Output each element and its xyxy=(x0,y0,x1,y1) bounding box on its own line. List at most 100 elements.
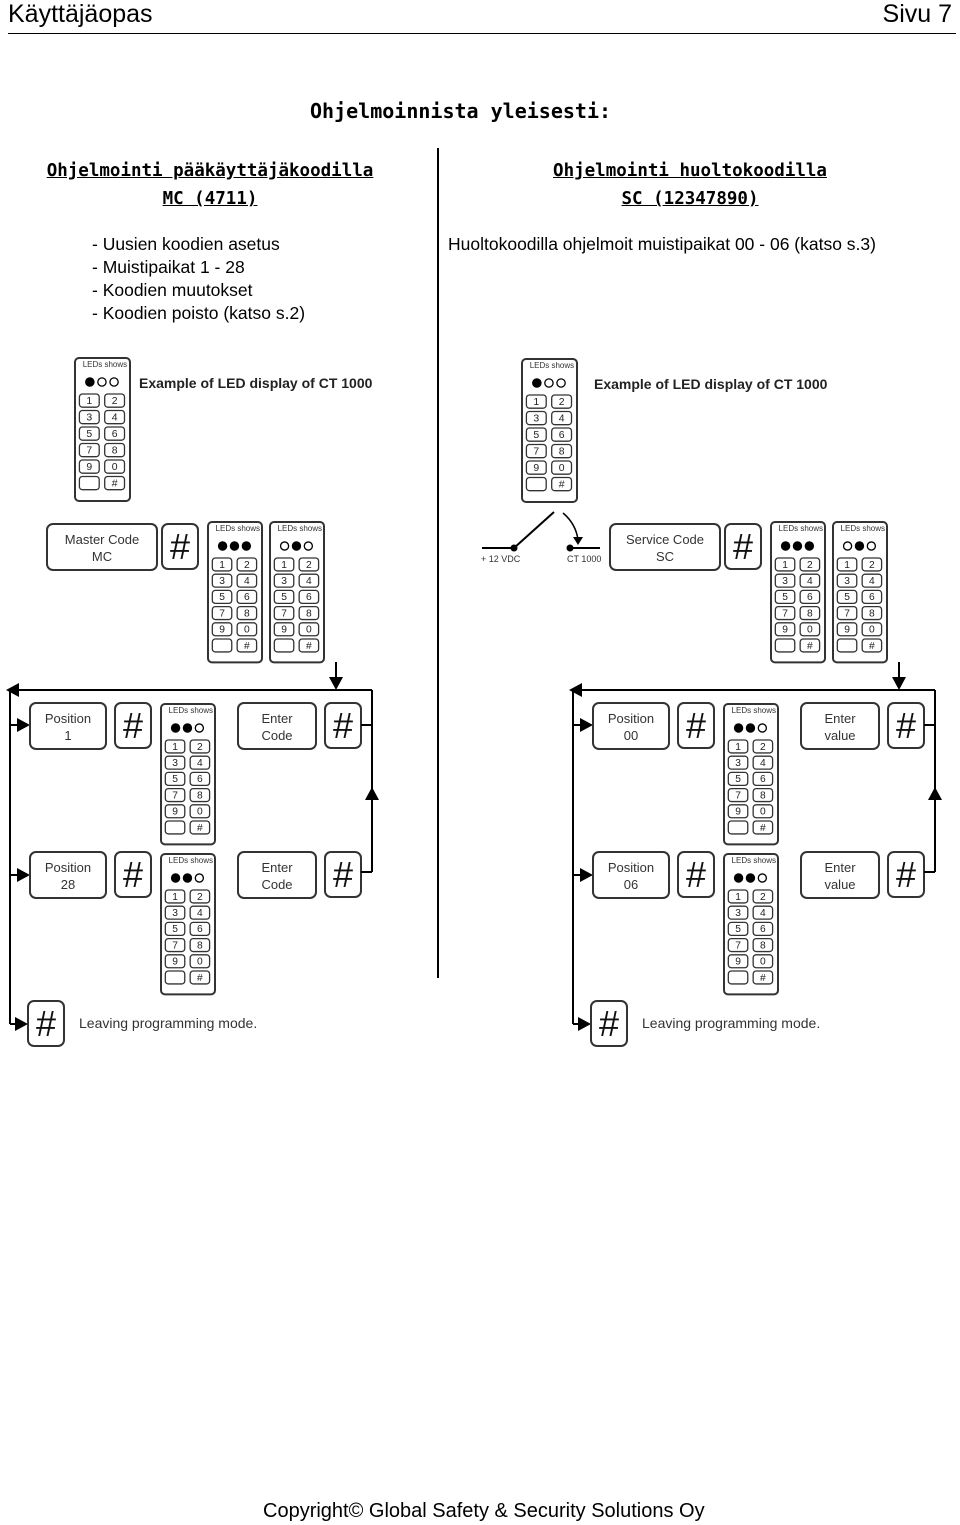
right-flow-keypad-blink-key-label: 3 xyxy=(844,576,850,587)
left-flow-keypad-all-on-key xyxy=(211,573,233,588)
right-flow-row2-keypad-key-label: 3 xyxy=(735,908,741,919)
right-flow-row2-keypad-led-2 xyxy=(745,873,756,883)
right-flow-keypad-blink-key xyxy=(861,605,883,621)
right-flow-keypad-blink-key xyxy=(836,622,858,637)
example-keypad-right-leds-label: LEDs shows xyxy=(530,361,574,370)
right-flow-keypad-blink-key-label: 9 xyxy=(844,625,850,636)
example-keypad-right-key xyxy=(525,460,547,475)
left-flow-keypad-blink-key xyxy=(298,622,320,637)
left-flow-row2-keypad-key xyxy=(189,970,211,985)
right-flow-keypad-all-on-key-label: 0 xyxy=(807,625,813,636)
example-keypad-right-key-label: 2 xyxy=(559,397,565,408)
left-flow-keypad-all-on-key xyxy=(211,557,233,572)
left-flow-row2-hash-a-frame xyxy=(114,851,152,898)
left-flow-row2-keypad-key-label: 0 xyxy=(197,957,203,968)
left-flow-keypad-all-on-key xyxy=(236,622,258,637)
example-keypad-left-key-label: 8 xyxy=(112,446,118,457)
example-keypad-right-key-label: # xyxy=(559,480,565,491)
right-flow-start-box-frame xyxy=(609,523,721,571)
device-label: CT 1000 xyxy=(567,554,601,564)
right-flow-keypad-all-on-key-label: 6 xyxy=(807,592,813,603)
left-flow-row2-keypad-key-label: 3 xyxy=(172,908,178,919)
right-flow-row1-keypad-key xyxy=(727,771,749,787)
left-flow-row1-keypad-key-label: 1 xyxy=(172,742,178,753)
left-flow-row1-keypad-leds-label: LEDs shows xyxy=(169,706,213,715)
left-flow-keypad-all-on-key-label: 5 xyxy=(219,592,225,603)
left-flow-row2-keypad-key xyxy=(189,921,211,937)
right-flow-row2-keypad-key xyxy=(752,921,774,937)
left-flow-row2-enter-line1: Enter xyxy=(261,860,293,875)
example-keypad-left-key-label: 7 xyxy=(86,446,92,457)
left-flow-keypad-blink-key xyxy=(273,622,295,637)
right-flow-arrow-to-loop xyxy=(892,677,906,690)
left-flow-row1-keypad-key-label: 6 xyxy=(197,774,203,785)
left-flow-keypad-blink-key xyxy=(273,638,295,653)
example-keypad-right-key-label: 5 xyxy=(533,430,539,441)
right-flow-row2-keypad-led-1 xyxy=(733,873,744,883)
right-flow-keypad-all-on-key-label: 7 xyxy=(782,608,788,619)
left-flow-row1-keypad-key-label: 0 xyxy=(197,807,203,818)
header-rule xyxy=(8,33,956,34)
power-switch-lever xyxy=(513,511,555,549)
left-flow-keypad-blink-key-label: 8 xyxy=(306,608,312,619)
left-flow-keypad-blink-key xyxy=(273,605,295,621)
example-keypad-right-key xyxy=(551,476,573,492)
left-flow-row2-arrow xyxy=(17,868,30,882)
right-flow-keypad-blink-key-label: 2 xyxy=(869,560,875,571)
left-flow-row1-keypad-key-label: 4 xyxy=(197,758,203,769)
example-keypad-right-key xyxy=(551,460,573,475)
right-flow-row1-keypad-key xyxy=(727,787,749,803)
example-keypad-left-key-label: 1 xyxy=(86,396,92,407)
right-flow-keypad-all-on-key-label: 9 xyxy=(782,625,788,636)
left-flow-keypad-blink-key xyxy=(298,557,320,572)
left-flow-row1-enter-line2: Code xyxy=(261,728,292,743)
left-flow-row2-enter-line2: Code xyxy=(261,877,292,892)
right-flow-keypad-blink-led-3 xyxy=(866,541,877,551)
right-flow-keypad-blink-key-label: 0 xyxy=(869,625,875,636)
right-flow-row2-position-frame xyxy=(592,851,670,899)
left-flow-keypad-all-on-led-2 xyxy=(229,541,240,551)
left-flow-row1-keypad-key-label: 5 xyxy=(172,774,178,785)
left-flow-row1-keypad-key xyxy=(189,755,211,770)
left-flow-keypad-blink-key-label: 9 xyxy=(281,625,287,636)
right-flow-keypad-all-on-led-2 xyxy=(792,541,803,551)
left-flow-keypad-all-on-key-label: 0 xyxy=(244,625,250,636)
left-flow-keypad-blink-led-1 xyxy=(279,541,290,551)
left-flow-keypad-all-on-key xyxy=(236,573,258,588)
right-flow-start-hash-glyph: # xyxy=(733,526,753,567)
left-flow-row1-arrow xyxy=(17,718,30,732)
left-flow-keypad-all-on-key xyxy=(211,589,233,605)
left-flow-row2-hash-b-frame xyxy=(324,851,362,898)
right-flow-row2-keypad-key xyxy=(727,970,749,985)
left-flow-row1-keypad-key xyxy=(164,820,186,835)
right-flow-row1-position-frame xyxy=(592,702,670,750)
right-flow-keypad-blink-led-2 xyxy=(854,541,865,551)
left-flow-keypad-blink-key-label: 2 xyxy=(306,560,312,571)
left-flow-keypad-blink-key xyxy=(273,589,295,605)
right-flow-row2-keypad-key xyxy=(727,921,749,937)
left-bullet-4: - Koodien poisto (katso s.2) xyxy=(92,303,306,323)
right-flow-row1-keypad-key xyxy=(727,804,749,819)
right-flow-row1-keypad-key xyxy=(752,771,774,787)
example-keypad-right-key xyxy=(525,427,547,442)
right-flow-row1-keypad-led-3 xyxy=(757,723,768,733)
right-flow-row1-keypad-led-2 xyxy=(745,723,756,733)
example-keypad-right-led-3 xyxy=(556,378,566,388)
right-flow-row2-keypad-key xyxy=(752,970,774,985)
left-flow-row1-keypad-key xyxy=(164,771,186,787)
example-keypad-left-key xyxy=(78,459,100,474)
right-flow-row2-keypad-key-label: 5 xyxy=(735,924,741,935)
copyright-footer: Copyright© Global Safety & Security Solu… xyxy=(263,1500,705,1522)
right-flow-keypad-blink-key xyxy=(861,638,883,653)
right-flow-start-box-line2: SC xyxy=(656,549,674,564)
right-flow-row2-position-line1: Position xyxy=(608,860,654,875)
left-flow-row1-position-line2: 1 xyxy=(64,728,71,743)
left-flow-row2-keypad-led-3 xyxy=(194,873,205,883)
example-keypad-right-key xyxy=(525,476,547,492)
right-flow-leave-hash-frame xyxy=(590,1000,628,1047)
left-flow-keypad-blink-key-label: 5 xyxy=(281,592,287,603)
left-flow-row1-keypad-key xyxy=(189,787,211,803)
right-flow-row1-keypad-key-label: 2 xyxy=(760,742,766,753)
example-keypad-left-key-label: # xyxy=(112,479,118,490)
left-flow-row2-position-line2: 28 xyxy=(61,877,75,892)
